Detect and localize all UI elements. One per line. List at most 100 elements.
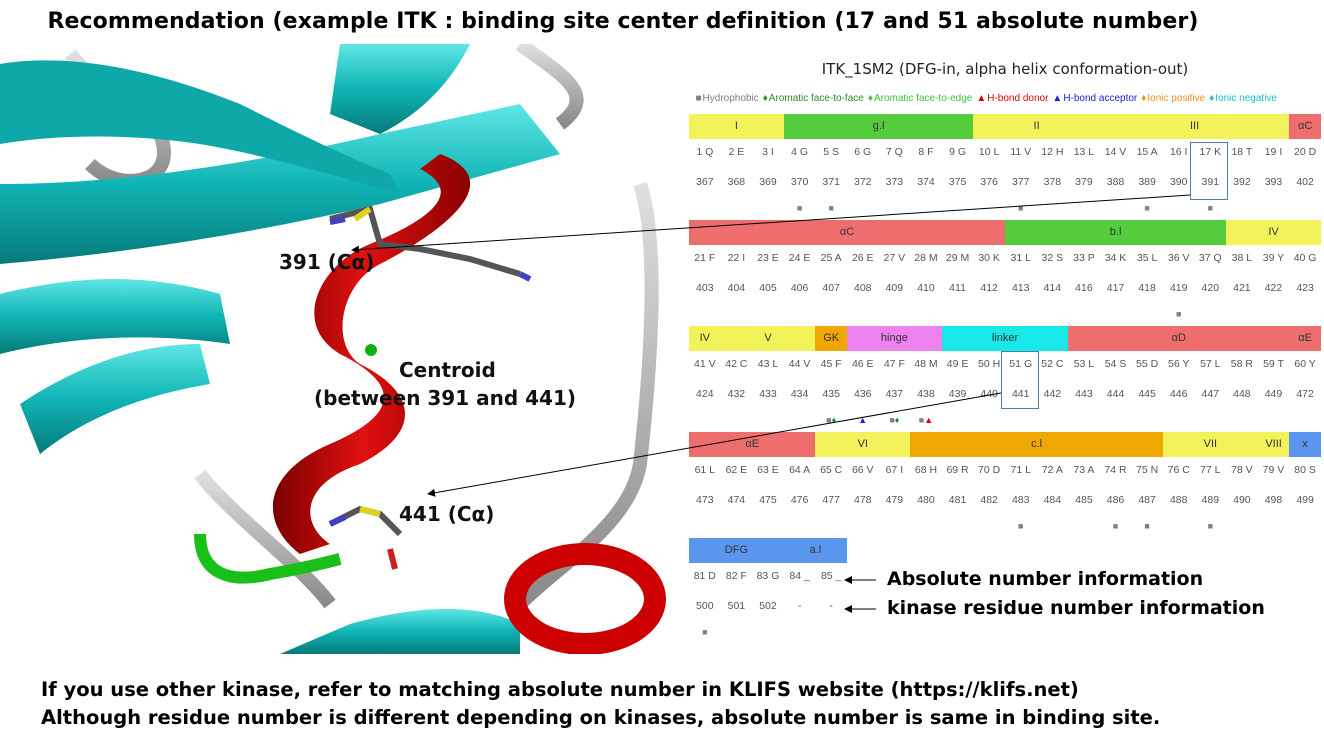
legend-symbol: ♦ (1141, 93, 1147, 104)
absolute-number-cell: 413 (1011, 282, 1030, 294)
absolute-number-cell: 391 (1201, 176, 1220, 188)
absolute-number-cell: 482 (980, 494, 998, 506)
legend-symbol: ♦ (1209, 93, 1215, 104)
interaction-marker (752, 308, 784, 320)
interaction-marker (784, 308, 816, 320)
absolute-number-cell: 414 (1043, 282, 1062, 294)
interaction-glyph: ■ (1144, 203, 1150, 213)
page-title: Recommendation (example ITK : binding si… (47, 9, 1199, 34)
absolute-number-cell: 500 (696, 600, 714, 612)
absolute-number-cell: 476 (790, 494, 809, 506)
residue-cell: 36 V (1167, 252, 1190, 264)
absolute-number-cell: 499 (1296, 494, 1314, 506)
region-label: II (973, 114, 1100, 139)
absolute-number-cell: 422 (1264, 282, 1283, 294)
interaction-glyph: ■ (1018, 203, 1024, 213)
absolute-number-cell: 442 (1043, 388, 1062, 400)
residue-cell: 15 A (1136, 146, 1158, 158)
interaction-marker: ■ (1195, 202, 1227, 214)
absolute-number-cell: 445 (1138, 388, 1156, 400)
residue-cell: 3 I (762, 146, 774, 158)
region-label: αC (1289, 114, 1321, 139)
residue-cell: 11 V (1010, 146, 1032, 158)
absolute-number-cell: 388 (1106, 176, 1125, 188)
legend-label: Aromatic face-to-face (768, 93, 864, 104)
interaction-marker (1195, 308, 1227, 320)
residue-cell: 21 F (694, 252, 716, 264)
absolute-number-cell: 434 (790, 388, 809, 400)
residue-cell: 67 I (885, 464, 904, 476)
interaction-marker (1258, 308, 1290, 320)
residue-cell: 84 _ (789, 570, 810, 582)
interaction-marker (1037, 202, 1069, 214)
interaction-marker (752, 414, 784, 426)
absolute-number-cell: 475 (759, 494, 777, 506)
interaction-marker (1005, 308, 1037, 320)
interaction-marker (1037, 520, 1069, 532)
protein-structure-view (0, 44, 680, 654)
residue-cell: 9 G (949, 146, 967, 158)
residue-cell: 48 M (914, 358, 938, 370)
interaction-glyph: ■ (1175, 309, 1182, 319)
residue-cell: 65 C (820, 464, 843, 476)
nitrogen-atom-stick (518, 271, 532, 282)
absolute-number-cell: 418 (1138, 282, 1156, 294)
interaction-glyph: ■ (828, 203, 834, 213)
interaction-marker (689, 308, 721, 320)
interaction-marker: ■ (815, 202, 847, 214)
interaction-row: ■■■■ (689, 520, 1321, 532)
loop-ribbon (194, 469, 336, 609)
legend-symbol: ▲ (1052, 93, 1063, 104)
residue-cell: 25 A (820, 252, 842, 264)
interaction-marker (689, 520, 721, 532)
interaction-marker (1289, 414, 1321, 426)
absolute-number-cell: 389 (1138, 176, 1156, 188)
residue-cell: 41 V (693, 358, 716, 370)
residue-cell: 17 K (1199, 146, 1222, 158)
absolute-number-cell: 449 (1264, 388, 1283, 400)
residue-cell: 44 V (788, 358, 811, 370)
residue-cell: 58 R (1230, 358, 1253, 370)
absolute-number-cell: 420 (1201, 282, 1220, 294)
interaction-marker: ■ (1100, 520, 1132, 532)
residue-cell: 30 K (978, 252, 1000, 264)
absolute-number-cell: 487 (1138, 494, 1156, 506)
legend-label: Ionic negative (1215, 93, 1277, 104)
absolute-number-cell: 408 (854, 282, 872, 294)
residue-cell: 51 G (1009, 358, 1033, 370)
interaction-marker: ■ (1005, 520, 1037, 532)
residue-cell: 66 V (851, 464, 874, 476)
interaction-marker: ■ (1131, 520, 1163, 532)
interaction-marker (721, 626, 753, 638)
absolute-number-cell: 393 (1264, 176, 1283, 188)
residue-cell: 52 C (1041, 358, 1064, 370)
absolute-number-cell: 488 (1169, 494, 1188, 506)
residue-cell: 80 S (1294, 464, 1316, 476)
residue-cell: 7 Q (885, 146, 903, 158)
interaction-row: ■♦▲■♦■▲ (689, 414, 1321, 426)
beta-sheet-ribbon (280, 609, 520, 654)
interaction-marker (1289, 202, 1321, 214)
interaction-marker: ■♦ (879, 414, 911, 426)
residue-cell: 76 C (1167, 464, 1190, 476)
region-label: I (689, 114, 784, 139)
sulfur-atom-stick (359, 506, 381, 517)
interaction-marker (1131, 414, 1163, 426)
absolute-number-cell: 490 (1233, 494, 1251, 506)
residue-cell: 8 F (918, 146, 934, 158)
interaction-marker (942, 414, 974, 426)
interaction-glyph: ■ (1112, 521, 1119, 531)
interaction-marker (847, 202, 879, 214)
interaction-marker (1068, 202, 1100, 214)
residue-cell: 85 _ (820, 570, 842, 582)
kinase-residue-note: kinase residue number information (887, 597, 1265, 619)
interaction-marker (1068, 308, 1100, 320)
interaction-marker (973, 414, 1005, 426)
absolute-number-cell: 405 (759, 282, 777, 294)
residue-cell: 74 R (1104, 464, 1127, 476)
residue-cell: 42 C (725, 358, 748, 370)
interaction-glyph: ▲ (858, 415, 868, 425)
absolute-number-cell: 473 (696, 494, 714, 506)
region-label: αC (689, 220, 1005, 245)
